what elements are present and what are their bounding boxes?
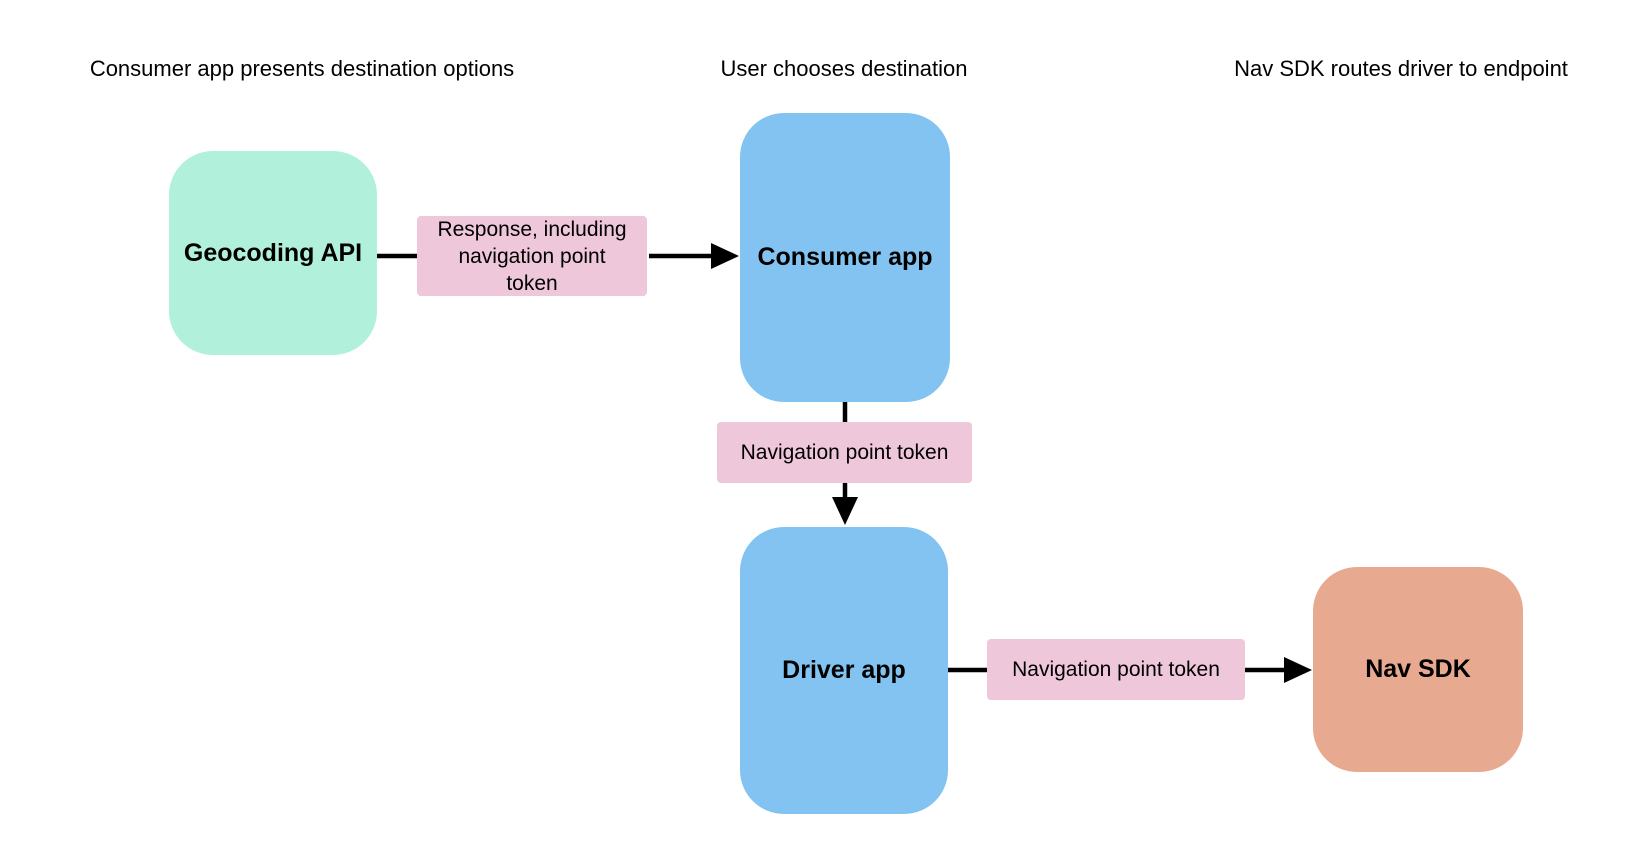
edge-label-text: Navigation point token — [1012, 658, 1220, 681]
phase-header-consumer-presents: Consumer app presents destination option… — [89, 56, 515, 81]
edge-label-navigation-point-token-horizontal: Navigation point token — [987, 639, 1245, 700]
edge-label-text: Response, including navigation point tok… — [437, 217, 627, 295]
edge-label-response-including-token: Response, including navigation point tok… — [417, 216, 647, 296]
node-driver-app-label: Driver app — [782, 656, 906, 684]
node-consumer-app-label: Consumer app — [757, 243, 933, 271]
arrowhead-into-consumer-app — [711, 243, 739, 269]
node-nav-sdk: Nav SDK — [1313, 567, 1523, 772]
node-driver-app: Driver app — [740, 527, 948, 814]
node-nav-sdk-label: Nav SDK — [1365, 655, 1471, 683]
node-geocoding-api: Geocoding API — [169, 151, 377, 355]
phase-header-user-chooses: User chooses destination — [720, 56, 968, 81]
node-geocoding-api-label: Geocoding API — [183, 238, 363, 267]
phase-header-navsdk-routes: Nav SDK routes driver to endpoint — [1234, 56, 1568, 81]
arrowhead-into-driver-app — [832, 497, 858, 525]
arrowhead-into-nav-sdk — [1284, 657, 1312, 683]
edge-label-text: Navigation point token — [740, 441, 949, 464]
node-consumer-app: Consumer app — [740, 113, 950, 402]
edge-label-navigation-point-token-vertical: Navigation point token — [717, 422, 972, 483]
